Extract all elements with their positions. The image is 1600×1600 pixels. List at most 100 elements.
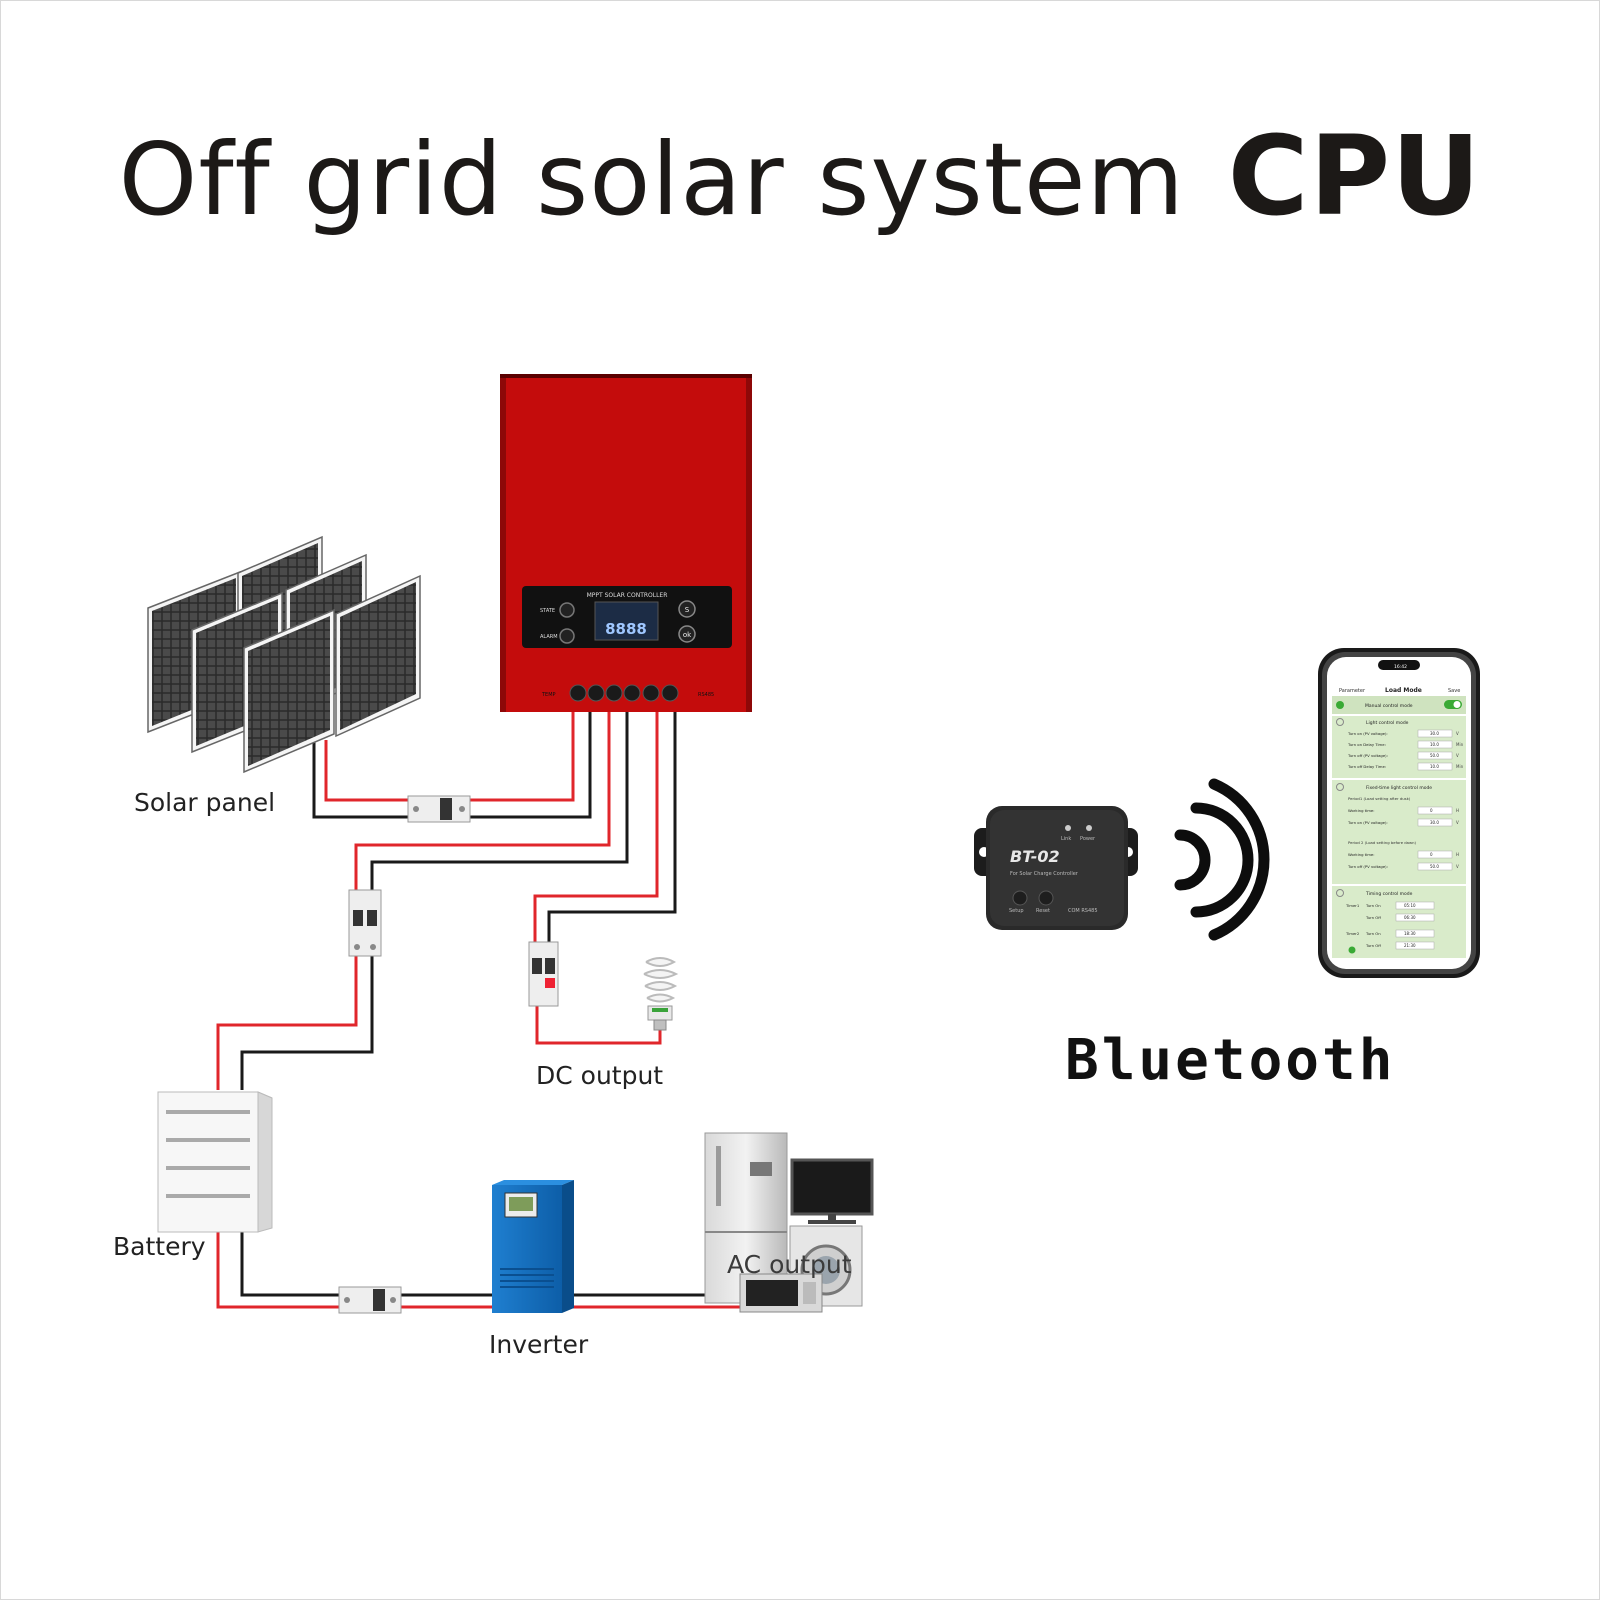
controller-panel-title: MPPT SOLAR CONTROLLER: [587, 592, 668, 599]
timer-label: Turn Off: [1365, 915, 1381, 920]
setting-value: 50.0: [1430, 753, 1439, 758]
wireless-signal-icon: [1174, 778, 1270, 941]
setting-label: Turn on (PV voltage):: [1347, 731, 1388, 736]
setting-value-field[interactable]: [1417, 850, 1453, 859]
timer-value: 06:30: [1404, 915, 1416, 920]
timer-value: 18:30: [1404, 931, 1416, 936]
phone-back-label[interactable]: Parameter: [1339, 688, 1366, 694]
period2-label: Period 2 (Load setting before dawn): [1348, 840, 1417, 845]
title-main: Off grid solar system: [118, 121, 1218, 238]
phone-time: 16:42: [1394, 664, 1407, 670]
bluetooth-label: Bluetooth: [1065, 1028, 1396, 1093]
setting-value: 10.0: [1430, 742, 1439, 747]
setting-value: 50.0: [1430, 864, 1439, 869]
alarm-led: [559, 628, 575, 644]
solar-panel-label: Solar panel: [134, 788, 276, 817]
ok-button[interactable]: [678, 625, 696, 643]
period2-rows: Working time: 0 H Turn off (PV voltage): 50.…: [1347, 850, 1459, 871]
timer-name: Timer2: [1345, 931, 1360, 936]
setting-value-field[interactable]: [1417, 740, 1453, 749]
setting-value-field[interactable]: [1417, 862, 1453, 871]
manual-mode-label: Manual control mode: [1365, 703, 1413, 709]
setting-label: Turn off Delay Time:: [1347, 764, 1386, 769]
ac-appliances: [704, 1132, 874, 1313]
timing-mode-label: Timing control mode: [1365, 891, 1413, 897]
timer-name: Timer1: [1345, 903, 1360, 908]
breaker-battery: [348, 889, 382, 957]
setting-label: Working time:: [1348, 852, 1375, 857]
breaker-solar: [407, 795, 471, 823]
page-title: Off grid solar system CPU: [0, 112, 1600, 240]
ok-button-label: ok: [683, 631, 692, 639]
setting-unit: Min: [1456, 742, 1464, 747]
bt02-model: BT-02: [1010, 847, 1060, 866]
timer-value: 05:10: [1404, 903, 1416, 908]
phone-screen-title: Load Mode: [1385, 687, 1422, 694]
setting-label: Turn on (PV voltage):: [1347, 820, 1388, 825]
light-mode-label: Light control mode: [1366, 720, 1409, 726]
timer-value-field[interactable]: [1395, 913, 1435, 922]
battery-label: Battery: [113, 1232, 206, 1261]
microwave-icon: [739, 1273, 823, 1313]
alarm-label: ALARM: [540, 634, 558, 640]
bt02-btn1: Setup: [1009, 908, 1024, 914]
solar-panel-front: [243, 608, 335, 774]
setting-value: 30.0: [1430, 820, 1439, 825]
setting-unit: H: [1456, 808, 1459, 813]
terminal-block: [569, 684, 679, 702]
controller-body: [500, 374, 752, 712]
setting-value-field[interactable]: [1417, 806, 1453, 815]
timer-value-field[interactable]: [1395, 929, 1435, 938]
lcd-display: [594, 601, 659, 641]
smartphone: 16:42 Parameter Load Mode Save Manual co…: [1318, 648, 1480, 978]
setting-unit: V: [1456, 753, 1459, 758]
inverter-unit: [492, 1180, 574, 1313]
setting-value-field[interactable]: [1417, 751, 1453, 760]
bt02-port: COM RS485: [1068, 908, 1098, 914]
period1-label: Period1 (Load setting after dusk): [1348, 796, 1411, 801]
timer-value-field[interactable]: [1395, 941, 1435, 950]
solar-panel-front-right: [335, 574, 421, 738]
temp-port-label: TEMP: [541, 692, 556, 698]
solar-panels: [147, 535, 421, 774]
ac-output-label: AC output: [727, 1250, 852, 1279]
inverter-label: Inverter: [489, 1330, 589, 1359]
setting-value-field[interactable]: [1417, 762, 1453, 771]
bt02-module: BT-02 For Solar Charge Controller Link P…: [974, 806, 1138, 930]
setting-unit: V: [1456, 864, 1459, 869]
tv-icon: [790, 1158, 874, 1224]
setting-label: Turn off (PV voltage):: [1347, 753, 1388, 758]
breaker-inverter: [338, 1286, 402, 1314]
timer-label: Turn On: [1365, 903, 1381, 908]
setting-unit: Min: [1456, 764, 1464, 769]
setting-unit: V: [1456, 731, 1459, 736]
state-label: STATE: [540, 608, 555, 614]
bt02-subtitle: For Solar Charge Controller: [1010, 871, 1079, 877]
phone-screen: Parameter Load Mode Save Manual control …: [1329, 683, 1469, 958]
timer-label: Turn Off: [1365, 943, 1381, 948]
setting-unit: H: [1456, 852, 1459, 857]
fixed-mode-label: Fixed-time light control mode: [1366, 785, 1432, 791]
s-button-label: S: [685, 606, 690, 614]
bt02-led2: Power: [1080, 836, 1096, 842]
setting-value-field[interactable]: [1417, 729, 1453, 738]
bt02-btn2: Reset: [1036, 908, 1050, 914]
setting-value: 0: [1430, 852, 1433, 857]
setting-value: 30.0: [1430, 731, 1439, 736]
timer-label: Turn On: [1365, 931, 1381, 936]
timer-value-field[interactable]: [1395, 901, 1435, 910]
breaker-dc-output: [528, 941, 559, 1007]
setting-label: Turn on Delay Time:: [1347, 742, 1386, 747]
setting-label: Working time:: [1348, 808, 1375, 813]
setting-label: Turn off (PV voltage):: [1347, 864, 1388, 869]
setting-unit: V: [1456, 820, 1459, 825]
s-button[interactable]: [678, 600, 696, 618]
title-emphasis: CPU: [1227, 112, 1482, 240]
battery-cabinet: [157, 1091, 273, 1233]
phone-save-button[interactable]: Save: [1448, 688, 1460, 694]
dc-output-label: DC output: [536, 1061, 664, 1090]
setting-value-field[interactable]: [1417, 818, 1453, 827]
